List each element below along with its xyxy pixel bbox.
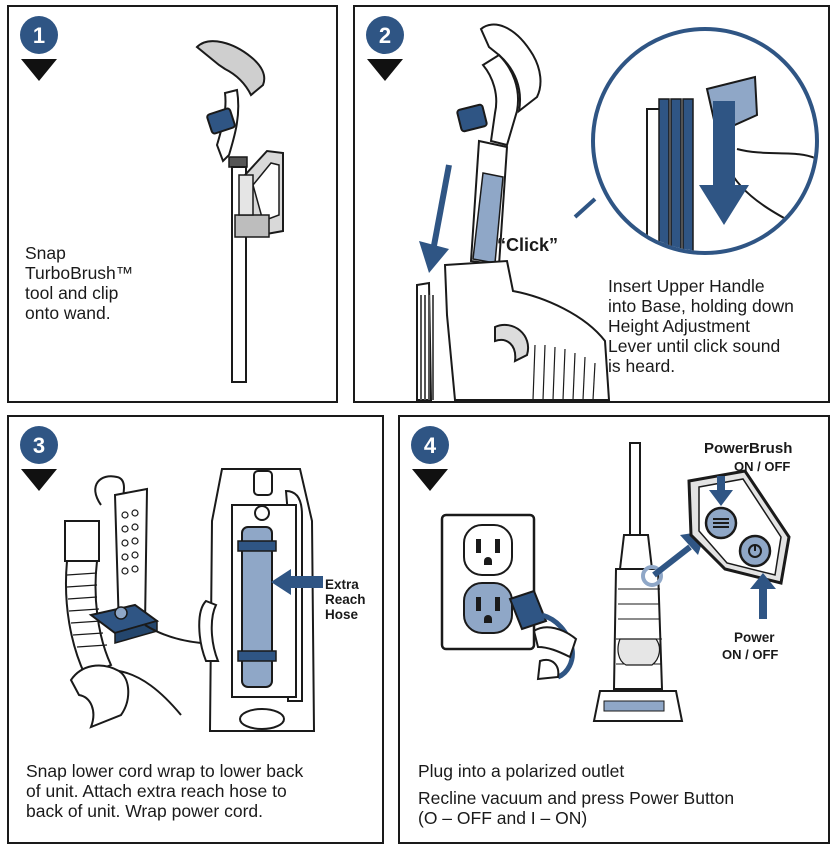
handle-insert-illustration <box>416 23 611 401</box>
click-callout: “Click” <box>497 235 559 255</box>
cord-wrap-illustration <box>64 475 202 729</box>
step-4-instructions-plug: Plug into a polarized outlet <box>418 761 625 781</box>
step-number-badge: 2 <box>366 16 404 81</box>
step-3-instructions: Snap lower cord wrap to lower back of un… <box>26 761 304 821</box>
outlet-plug-illustration <box>440 513 578 681</box>
powerbrush-arrow <box>709 476 733 506</box>
upright-vacuum-illustration <box>592 442 684 722</box>
step-3-panel: 3 <box>7 415 384 844</box>
step-4-instructions-power: Recline vacuum and press Power Button (O… <box>418 788 735 828</box>
powerbrush-title: PowerBrush <box>704 440 793 457</box>
step-number: 2 <box>379 23 391 48</box>
lever-detail-magnifier <box>573 27 819 255</box>
extra-reach-hose-callout: Extra Reach Hose <box>325 577 366 622</box>
power-title: Power <box>734 630 775 645</box>
hose-arrow-icon <box>271 569 323 595</box>
step-number-badge: 3 <box>20 426 58 491</box>
wand-turbobrush-illustration <box>195 40 284 383</box>
step-2-panel: 2 “Click” <box>353 5 830 403</box>
powerbrush-state: ON / OFF <box>734 459 791 474</box>
power-state: ON / OFF <box>722 647 779 662</box>
power-arrow <box>750 573 776 619</box>
step-number-badge: 4 <box>411 426 449 491</box>
back-of-unit-illustration <box>198 468 316 732</box>
step-4-panel: 4 <box>398 415 830 844</box>
step-2-instructions: Insert Upper Handle into Base, holding d… <box>608 276 794 376</box>
step-1-panel: 1 Snap TurboBrush™ tool and clip onto wa… <box>7 5 338 403</box>
step-number: 1 <box>33 23 45 48</box>
control-buttons-detail <box>687 469 791 585</box>
step-number-badge: 1 <box>20 16 58 81</box>
step-number: 3 <box>33 433 45 458</box>
step-1-instructions: Snap TurboBrush™ tool and clip onto wand… <box>25 243 134 323</box>
step-number: 4 <box>424 433 437 458</box>
